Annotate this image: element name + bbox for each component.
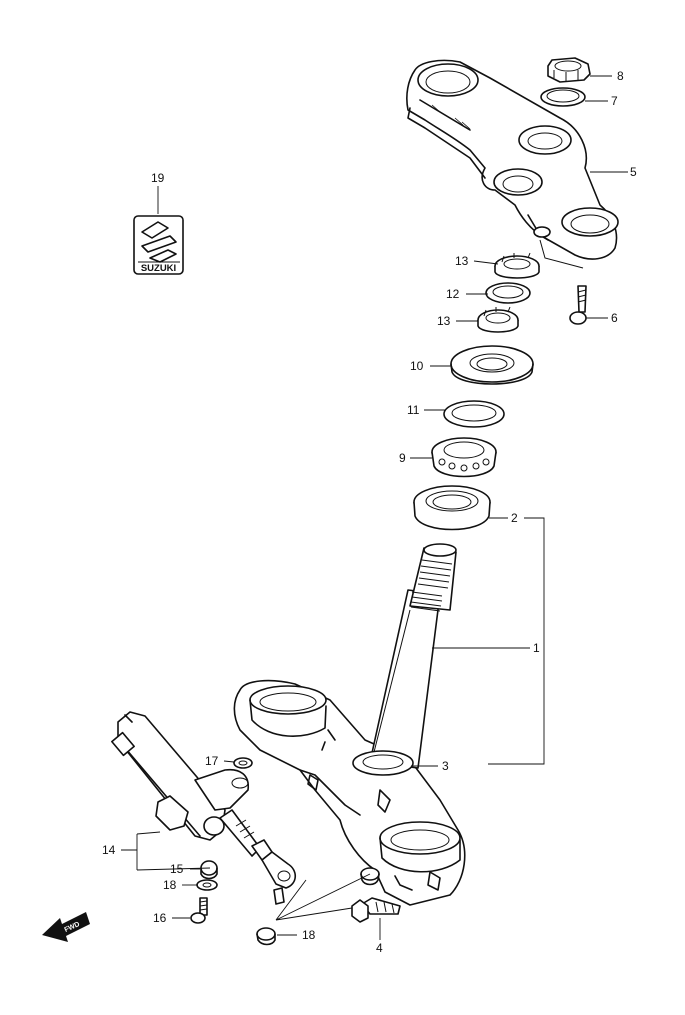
callout-18: 18 <box>302 928 316 942</box>
washer-part-7[interactable] <box>540 87 586 107</box>
callout-4: 4 <box>376 941 383 955</box>
seal-part-3[interactable] <box>352 750 414 776</box>
stem-nut-part-8[interactable] <box>547 57 591 83</box>
callout-10: 10 <box>410 359 424 373</box>
bolt-part-4[interactable] <box>351 897 401 923</box>
steering-damper-part-14[interactable] <box>111 711 297 905</box>
upper-bracket-part-5[interactable] <box>406 59 619 269</box>
callout-13-lower: 13 <box>437 314 451 328</box>
ring-part-11[interactable] <box>443 400 505 428</box>
callout-9: 9 <box>399 451 406 465</box>
collar-part-18[interactable] <box>256 927 276 946</box>
callout-labels: 8 7 5 6 13 12 13 10 11 9 2 1 3 19 4 14 1… <box>102 69 637 955</box>
leader-lines <box>121 75 628 940</box>
suzuki-emblem-part-19[interactable]: SUZUKI <box>133 215 184 275</box>
bolt-part-16[interactable] <box>190 897 208 924</box>
callout-1: 1 <box>533 641 540 655</box>
bearing-part-9[interactable] <box>431 437 497 478</box>
collar-part-15[interactable] <box>200 860 218 880</box>
steering-stem-part-1[interactable] <box>233 543 466 906</box>
callout-13-upper: 13 <box>455 254 469 268</box>
washer-part-17-upper[interactable] <box>233 757 253 769</box>
collar-unnumbered[interactable] <box>360 867 380 886</box>
callout-16: 16 <box>153 911 167 925</box>
callout-19: 19 <box>151 171 165 185</box>
callout-17-upper: 17 <box>205 754 219 768</box>
callout-17-lower: 18 <box>163 878 177 892</box>
callout-5: 5 <box>630 165 637 179</box>
emblem-text: SUZUKI <box>141 263 176 274</box>
callout-12: 12 <box>446 287 460 301</box>
lock-nut-part-13-lower[interactable] <box>477 306 519 333</box>
callout-15: 15 <box>170 862 184 876</box>
callout-8: 8 <box>617 69 624 83</box>
lock-nut-part-13-upper[interactable] <box>494 252 540 279</box>
washer-part-12[interactable] <box>485 282 531 304</box>
callout-7: 7 <box>611 94 618 108</box>
callout-6: 6 <box>611 311 618 325</box>
callout-14: 14 <box>102 843 116 857</box>
forward-arrow-icon: FWD <box>42 912 90 942</box>
bearing-race-part-2[interactable] <box>413 485 491 531</box>
dust-seal-part-10[interactable] <box>450 345 534 385</box>
callout-3: 3 <box>442 759 449 773</box>
callout-11: 11 <box>407 403 420 417</box>
washer-part-17-lower[interactable] <box>196 879 218 891</box>
callout-2: 2 <box>511 511 518 525</box>
bolt-part-6[interactable] <box>569 285 587 325</box>
